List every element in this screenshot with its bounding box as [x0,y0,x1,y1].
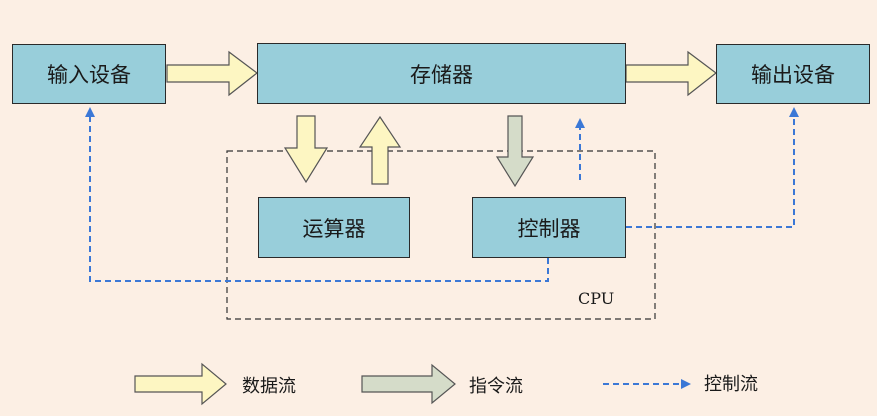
data-flow-arrow-memory-to-output [625,50,717,97]
legend-data-flow-label: 数据流 [242,376,296,397]
output-device-label: 输出设备 [751,63,835,87]
input-device-label: 输入设备 [47,63,131,87]
controller-label: 控制器 [517,216,581,241]
cpu-boundary [226,150,656,320]
data-flow-arrow-alu-to-memory [358,115,402,185]
output-device-box: 输出设备 [716,44,870,104]
alu-label: 运算器 [302,216,366,241]
data-flow-arrow-memory-to-alu [283,115,329,184]
instruction-flow-arrow-memory-to-controller [495,115,535,188]
cpu-label: CPU [578,289,615,308]
memory-box: 存储器 [257,43,626,104]
legend-data-flow-arrow [134,362,227,406]
controller-box: 控制器 [472,197,626,258]
legend-instruction-flow-arrow [361,363,456,405]
legend-control-flow-label: 控制流 [704,374,758,395]
control-flow-controller-to-input [85,107,549,282]
alu-box: 运算器 [258,197,410,258]
input-device-box: 输入设备 [12,44,166,104]
control-flow-controller-to-output [626,107,799,228]
legend-instruction-flow-label: 指令流 [469,376,523,397]
memory-label: 存储器 [410,62,473,87]
data-flow-arrow-input-to-memory [166,50,258,97]
